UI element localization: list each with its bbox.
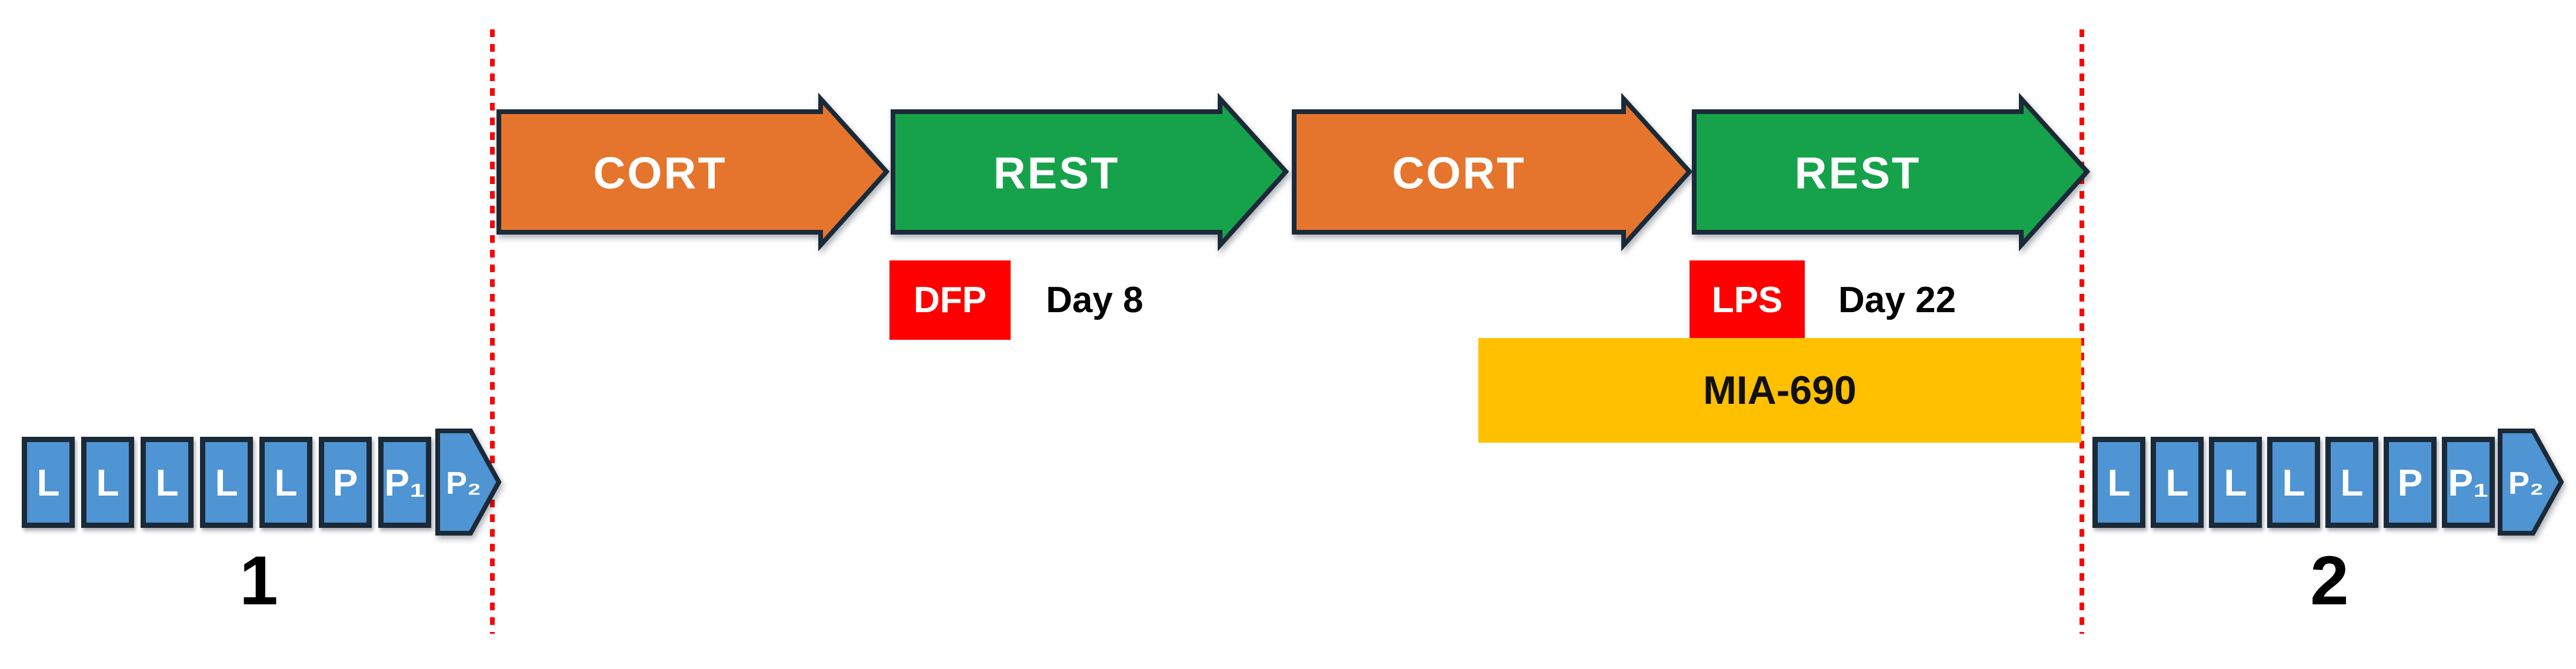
sequence-2-p2-label: P₂ (2508, 466, 2544, 501)
lps-day-label: Day 22 (1838, 280, 1956, 320)
sequence-1-box-l2: L (81, 437, 134, 528)
sequence-2-p2-arrow (2498, 429, 2564, 536)
sequence-1-box-l3: L (141, 437, 194, 528)
sequence-1-box-p1: P₁ (378, 437, 431, 528)
sequence-2-box-l4: L (2267, 437, 2320, 528)
phase-boundary-line-2 (2080, 29, 2084, 634)
sequence-1-number: 1 (239, 542, 278, 620)
sequence-2-box-l2: L (2151, 437, 2204, 528)
dfp-day-label: Day 8 (1046, 280, 1144, 320)
sequence-1-p2-arrow (435, 429, 502, 536)
cort-arrow-1-label: CORT (593, 149, 727, 199)
rest-arrow-2-label: REST (1795, 149, 1921, 199)
sequence-2-box-p1: P₁ (2442, 437, 2495, 528)
sequence-2-box-l5: L (2325, 437, 2378, 528)
rest-arrow-2 (1692, 92, 2091, 252)
sequence-2-box-l3: L (2209, 437, 2262, 528)
sequence-1-p2-label: P₂ (446, 466, 481, 501)
dfp-injection-marker: DFP (889, 260, 1011, 340)
sequence-2-box-l1: L (2092, 437, 2145, 528)
phase-boundary-line-1 (490, 29, 495, 634)
cort-arrow-2 (1292, 92, 1693, 252)
sequence-1-box-l4: L (200, 437, 253, 528)
sequence-2-number: 2 (2310, 542, 2349, 620)
mia-690-treatment-bar: MIA-690 (1478, 338, 2081, 443)
lps-injection-marker: LPS (1689, 260, 1805, 340)
sequence-1-box-l1: L (22, 437, 75, 528)
rest-arrow-1-label: REST (994, 149, 1120, 199)
cort-arrow-1 (496, 92, 890, 252)
sequence-1-box-p: P (319, 437, 372, 528)
cort-arrow-2-label: CORT (1392, 149, 1525, 199)
sequence-1-box-l5: L (259, 437, 312, 528)
sequence-2-box-p: P (2384, 437, 2437, 528)
rest-arrow-1 (891, 92, 1289, 252)
